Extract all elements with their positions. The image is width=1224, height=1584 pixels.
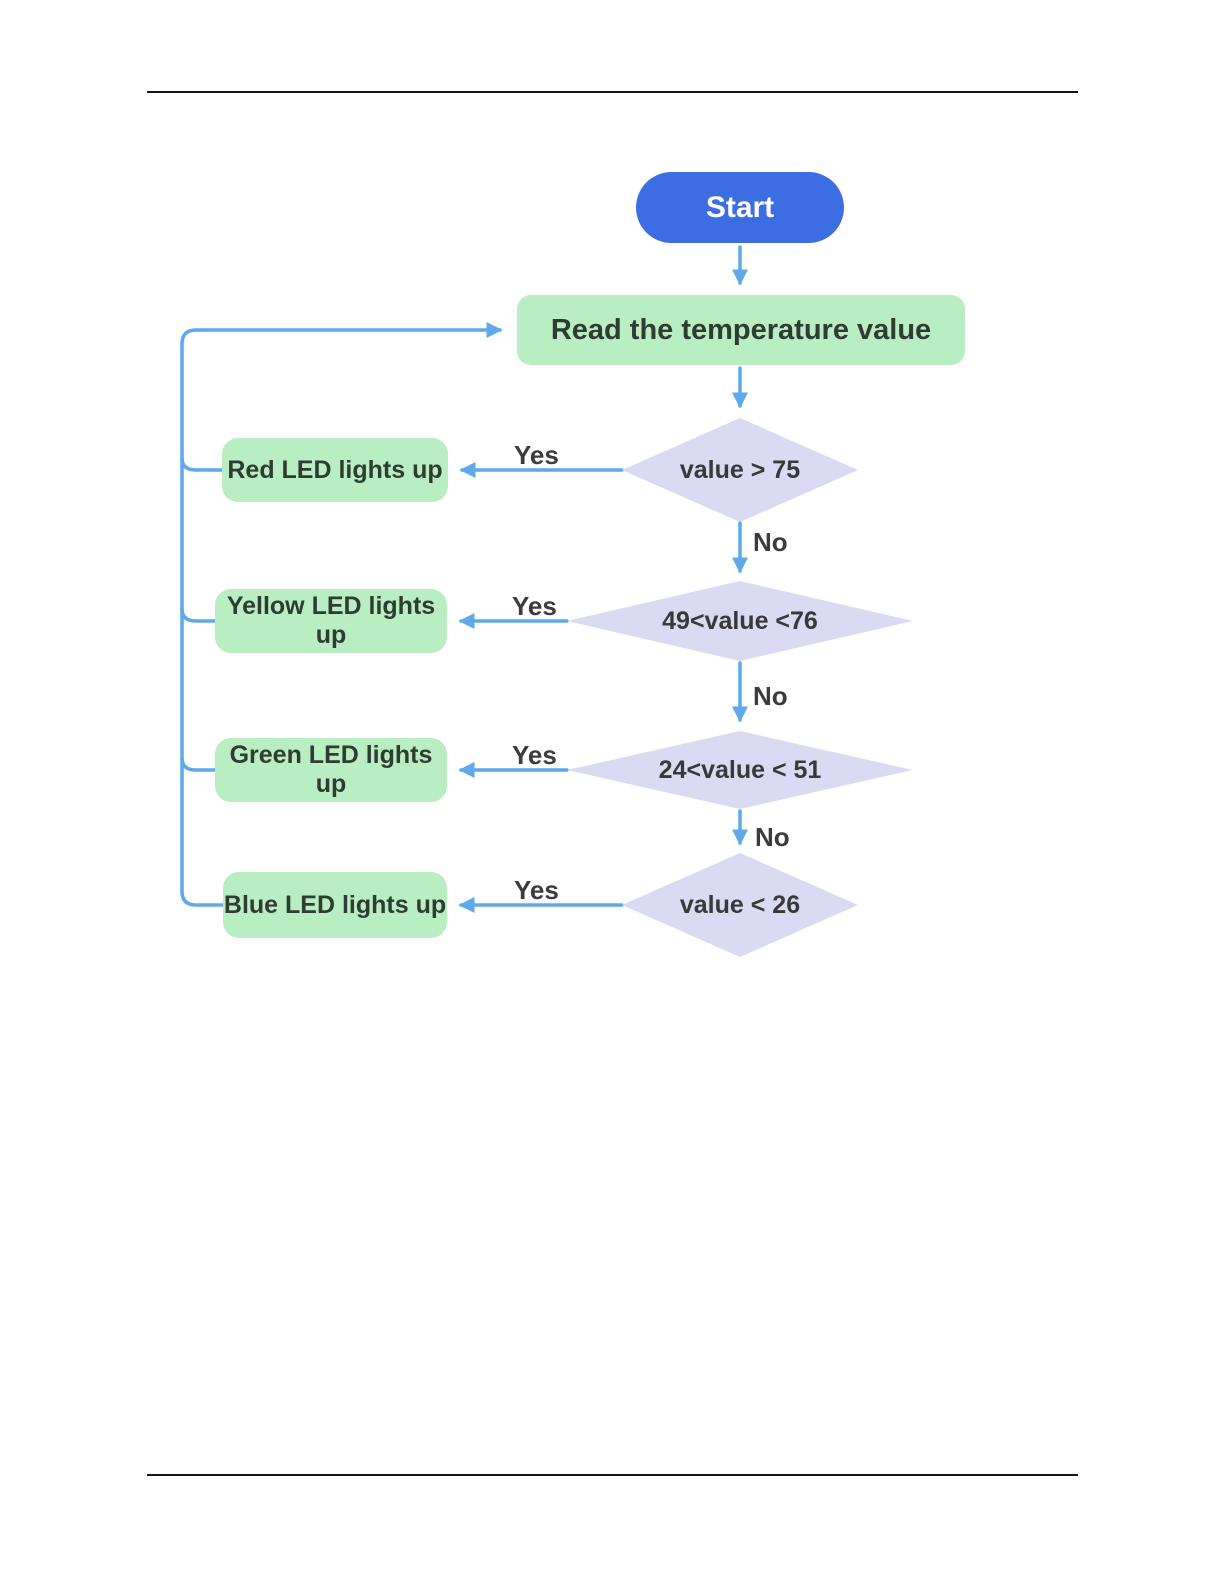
action-label: Yellow LED lights up: [226, 592, 436, 649]
action-label: Blue LED lights up: [223, 890, 447, 919]
edge-red-led-to-loop: [180, 456, 224, 472]
action-label: Red LED lights up: [227, 455, 443, 484]
yes-label: Yes: [512, 740, 557, 770]
yes-label: Yes: [514, 875, 559, 905]
action-green-led: Green LED lights up: [215, 738, 447, 802]
top-horizontal-rule: [147, 91, 1078, 93]
bottom-horizontal-rule: [147, 1474, 1078, 1476]
decision-label: value > 75: [679, 455, 801, 484]
action-label: Green LED lights up: [229, 741, 433, 798]
read-temperature-label: Read the temperature value: [550, 313, 932, 346]
decision-label: 49<value <76: [662, 606, 818, 635]
no-label: No: [753, 681, 788, 711]
edge-yellow-led-to-loop: [180, 607, 217, 623]
edge-loop-back-to-read: [180, 321, 503, 907]
edge-green-led-to-loop: [180, 756, 217, 772]
no-label: No: [755, 822, 790, 852]
decision-label: value < 26: [679, 890, 801, 919]
action-red-led: Red LED lights up: [222, 438, 448, 502]
action-yellow-led: Yellow LED lights up: [215, 589, 447, 653]
no-label: No: [753, 527, 788, 557]
action-blue-led: Blue LED lights up: [223, 872, 447, 938]
start-node: Start: [636, 172, 844, 243]
yes-label: Yes: [512, 591, 557, 621]
yes-label: Yes: [514, 440, 559, 470]
read-temperature-node: Read the temperature value: [517, 295, 965, 365]
decision-label: 24<value < 51: [658, 755, 822, 784]
start-label: Start: [705, 190, 775, 224]
